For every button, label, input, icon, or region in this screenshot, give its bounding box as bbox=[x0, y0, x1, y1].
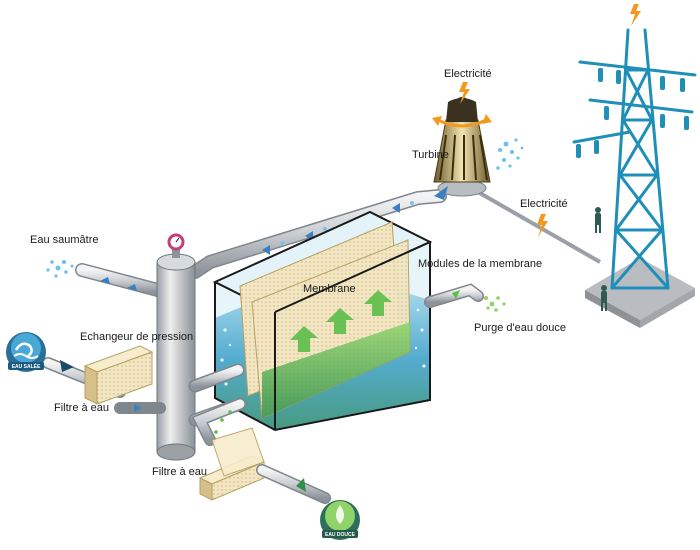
pressure-exchanger bbox=[156, 233, 196, 461]
label-turbine: Turbine bbox=[412, 149, 449, 161]
pylon-lightning-icon bbox=[630, 4, 641, 26]
water-filter-left bbox=[42, 345, 166, 414]
label-filtre-left: Filtre à eau bbox=[54, 402, 110, 414]
salt-water-badge: EAU SALÉE bbox=[6, 332, 46, 372]
water-filter-bottom bbox=[191, 398, 331, 504]
droplet-icon bbox=[336, 505, 344, 524]
worker-figures bbox=[595, 207, 607, 311]
turbine bbox=[432, 82, 524, 200]
power-cable bbox=[477, 190, 601, 264]
wave-icon bbox=[13, 353, 39, 359]
label-modules-membrane: Modules de la membrane bbox=[418, 258, 543, 270]
label-electricite-top: Electricité bbox=[444, 68, 492, 80]
fresh-water-badge: EAU DOUCE bbox=[320, 500, 360, 540]
lightning-icon-right bbox=[537, 214, 548, 237]
fresh-badge-text: EAU DOUCE bbox=[325, 532, 356, 538]
label-filtre-bottom: Filtre à eau bbox=[152, 466, 208, 478]
brackish-inlet-pipe bbox=[46, 260, 172, 299]
label-electricite-right: Electricité bbox=[520, 198, 568, 210]
membrane-tank bbox=[212, 210, 433, 432]
salt-badge-text: EAU SALÉE bbox=[12, 362, 41, 370]
label-membrane: Membrane bbox=[303, 283, 356, 295]
label-purge: Purge d'eau douce bbox=[474, 322, 567, 334]
electricity-pylon bbox=[572, 4, 697, 328]
label-echangeur: Echangeur de pression bbox=[80, 331, 194, 343]
lightning-icon-top bbox=[459, 82, 470, 104]
purge-pipe bbox=[424, 283, 506, 312]
label-eau-saumatre: Eau saumâtre bbox=[30, 234, 99, 246]
